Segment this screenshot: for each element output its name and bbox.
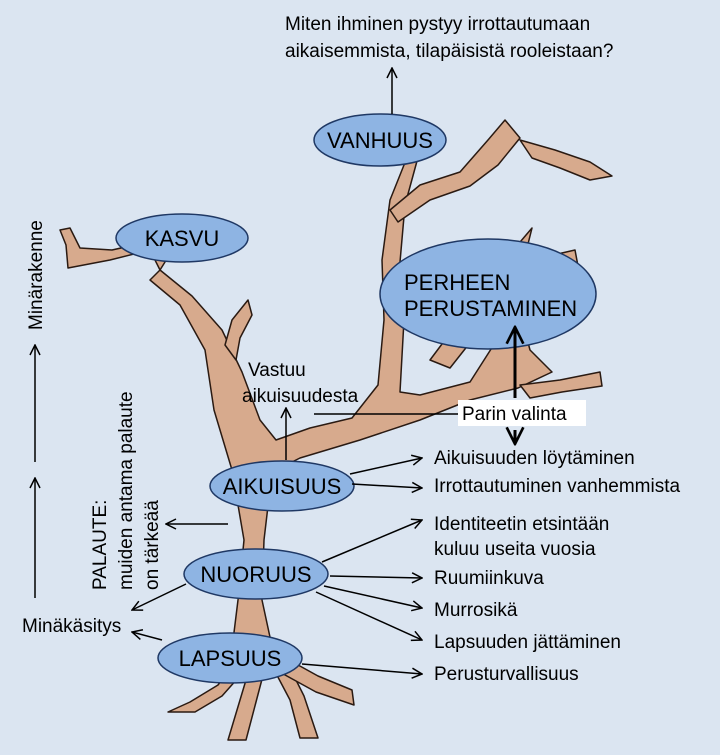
vastuu-line1: Vastuu (248, 360, 306, 381)
label-identiteetti-line1: Identiteetin etsintään (434, 514, 609, 535)
label-identiteetti-line2: kuluu useita vuosia (434, 539, 596, 560)
palaute-line1: PALAUTE: (90, 500, 111, 590)
top-question-line1: Miten ihminen pystyy irrottautumaan (285, 14, 590, 35)
label-aikuisuuden-loytaminen: Aikuisuuden löytäminen (434, 448, 635, 469)
label-parin-valinta: Parin valinta (462, 404, 567, 425)
arrow-lapsuus-perusturvallisuus (302, 664, 422, 674)
palaute-line2: muiden antama palaute (116, 391, 137, 590)
label-minarakenne: Minärakenne (26, 220, 47, 330)
stage-label-lapsuus: LAPSUUS (179, 646, 282, 671)
arrow-lapsuus-minakasitys (132, 632, 162, 640)
arrow-nuoruus-identiteetti (322, 520, 422, 562)
arrow-nuoruus-murrosika (324, 586, 422, 608)
stage-label-kasvu: KASVU (145, 226, 220, 251)
arrow-nuoruus-lapsuuden-jattaminen (316, 592, 422, 640)
stage-label-perheen-line2: PERUSTAMINEN (404, 296, 577, 321)
stage-label-aikuisuus: AIKUISUUS (223, 474, 342, 499)
label-perusturvallisuus: Perusturvallisuus (434, 664, 579, 685)
branch-left-small (225, 300, 252, 360)
label-minakasitys: Minäkäsitys (22, 616, 121, 637)
top-question-line2: aikaisemmista, tilapäisistä rooleistaan? (285, 41, 613, 62)
stage-label-perheen-line1: PERHEEN (404, 270, 510, 295)
palaute-line3: on tärkeää (142, 500, 163, 590)
branch-far-right (520, 140, 612, 180)
stage-label-nuoruus: NUORUUS (200, 562, 311, 587)
label-murrosika: Murrosikä (434, 600, 518, 621)
label-ruumiinkuva: Ruumiinkuva (434, 568, 544, 589)
stage-label-vanhuus: VANHUUS (327, 128, 433, 153)
arrow-nuoruus-ruumiinkuva (330, 576, 422, 578)
label-lapsuuden-jattaminen: Lapsuuden jättäminen (434, 632, 621, 653)
vastuu-line2: aikuisuudesta (242, 386, 359, 407)
arrow-aikuisuus-irrottautuminen (352, 484, 422, 488)
label-irrottautuminen: Irrottautuminen vanhemmista (434, 476, 680, 497)
arrow-aikuisuus-loytaminen (350, 458, 422, 474)
